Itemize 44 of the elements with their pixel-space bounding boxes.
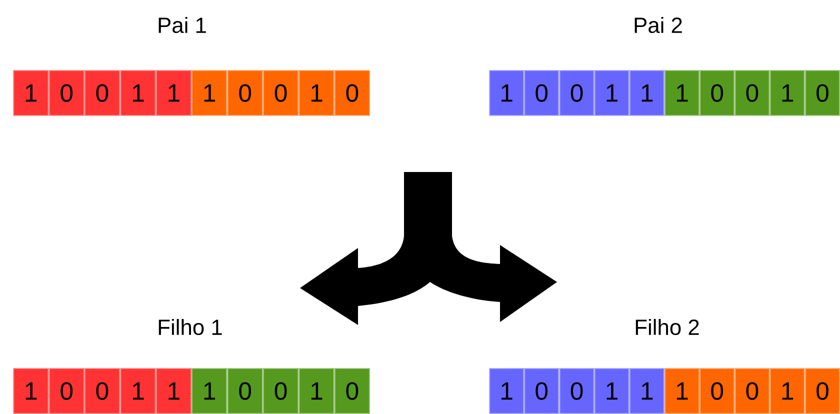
gene-cell: 0: [559, 368, 594, 414]
gene-cell: 0: [734, 368, 770, 414]
gene-cell: 1: [770, 368, 805, 414]
gene-cell: 1: [191, 70, 228, 116]
gene-cell: 0: [262, 368, 299, 414]
gene-cell: 0: [524, 368, 560, 414]
gene-cell: 0: [84, 368, 120, 414]
gene-cell: 1: [629, 70, 664, 116]
heading: Pai 2: [634, 16, 682, 34]
gene-cell: 1: [298, 70, 334, 116]
gene-cell: 0: [84, 70, 120, 116]
gene-cell: 1: [298, 368, 334, 414]
gene-cell: 1: [594, 368, 630, 414]
gene-cell: 1: [489, 368, 524, 414]
gene-cell: 1: [489, 70, 524, 116]
heading: Pai 1: [158, 16, 206, 34]
gene-cell: 0: [559, 70, 594, 116]
gene-cell: 1: [156, 368, 192, 414]
gene-cell: 0: [734, 70, 770, 116]
gene-cell: 1: [120, 368, 156, 414]
gene-cell: 0: [804, 70, 840, 116]
gene-cell: 0: [262, 70, 299, 116]
gene-cell: 0: [48, 368, 84, 414]
gene-cell: 0: [804, 368, 840, 414]
gene-cell: 1: [629, 368, 664, 414]
gene-cell: 1: [191, 368, 228, 414]
gene-cell: 0: [227, 70, 263, 116]
gene-cell: 0: [700, 368, 735, 414]
gene-cell: 0: [334, 368, 370, 414]
gene-cell: 0: [700, 70, 735, 116]
gene-cell: 1: [13, 70, 49, 116]
gene-cell: 1: [664, 368, 700, 414]
gene-cell: 1: [13, 368, 49, 414]
heading: Filho 1: [158, 318, 222, 336]
gene-cell: 0: [48, 70, 84, 116]
heading: Filho 2: [636, 318, 699, 336]
gene-cell: 1: [120, 70, 156, 116]
gene-cell: 0: [334, 70, 370, 116]
gene-cell: 1: [156, 70, 192, 116]
gene-cell: 1: [770, 70, 805, 116]
gene-cell: 1: [594, 70, 630, 116]
gene-cell: 1: [664, 70, 700, 116]
gene-cell: 0: [524, 70, 560, 116]
gene-cell: 0: [227, 368, 263, 414]
